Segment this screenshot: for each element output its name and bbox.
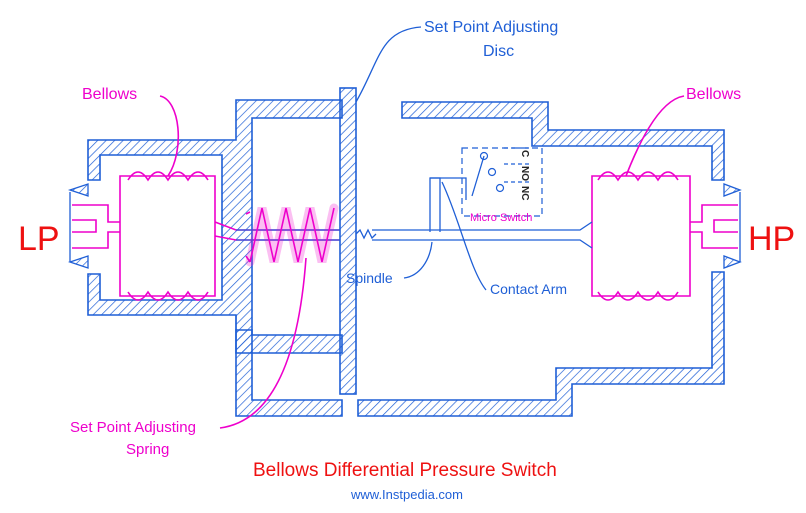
left-flange-top	[67, 183, 89, 197]
website-url: www.Instpedia.com	[350, 487, 463, 502]
micro-switch-no-label: NO	[519, 166, 530, 181]
bottom-right-wall	[357, 271, 725, 417]
spring-label-line2: Spring	[126, 441, 169, 458]
lp-port	[72, 204, 120, 249]
set-point-spring	[245, 203, 339, 267]
diagram-title: Bellows Differential Pressure Switch	[253, 460, 557, 481]
micro-switch: C NO NC Micro Switch	[461, 147, 543, 224]
spring-label-line1: Set Point Adjusting	[70, 419, 196, 436]
micro-switch-nc-label: NC	[519, 186, 530, 200]
hp-port	[690, 204, 738, 249]
right-bellows	[591, 171, 691, 301]
leader-lines	[159, 26, 685, 429]
housing	[67, 99, 742, 417]
set-point-adjusting-disc	[339, 87, 357, 395]
bellows-right-label: Bellows	[686, 86, 741, 103]
set-point-disc-label-line2: Disc	[483, 43, 514, 60]
right-flange-top	[723, 183, 742, 197]
terminal-nc	[495, 183, 505, 193]
top-right-wall	[401, 101, 725, 181]
terminal-no	[487, 167, 497, 177]
lp-label: LP	[18, 220, 60, 258]
spindle	[236, 221, 593, 249]
spindle-label: Spindle	[346, 270, 393, 286]
set-point-disc-label-line1: Set Point Adjusting	[424, 19, 558, 36]
micro-switch-label: Micro Switch	[470, 212, 532, 224]
micro-switch-c-label: C	[519, 150, 530, 157]
contact-arm-label: Contact Arm	[490, 281, 567, 297]
bottom-left-wall	[235, 329, 343, 417]
labels: Set Point Adjusting Disc Bellows Bellows…	[18, 19, 795, 502]
contact-arm	[429, 177, 467, 232]
hp-label: HP	[748, 220, 795, 258]
right-flange-bottom	[723, 255, 742, 269]
left-flange-bottom	[67, 255, 89, 269]
bellows-left-label: Bellows	[82, 86, 137, 103]
